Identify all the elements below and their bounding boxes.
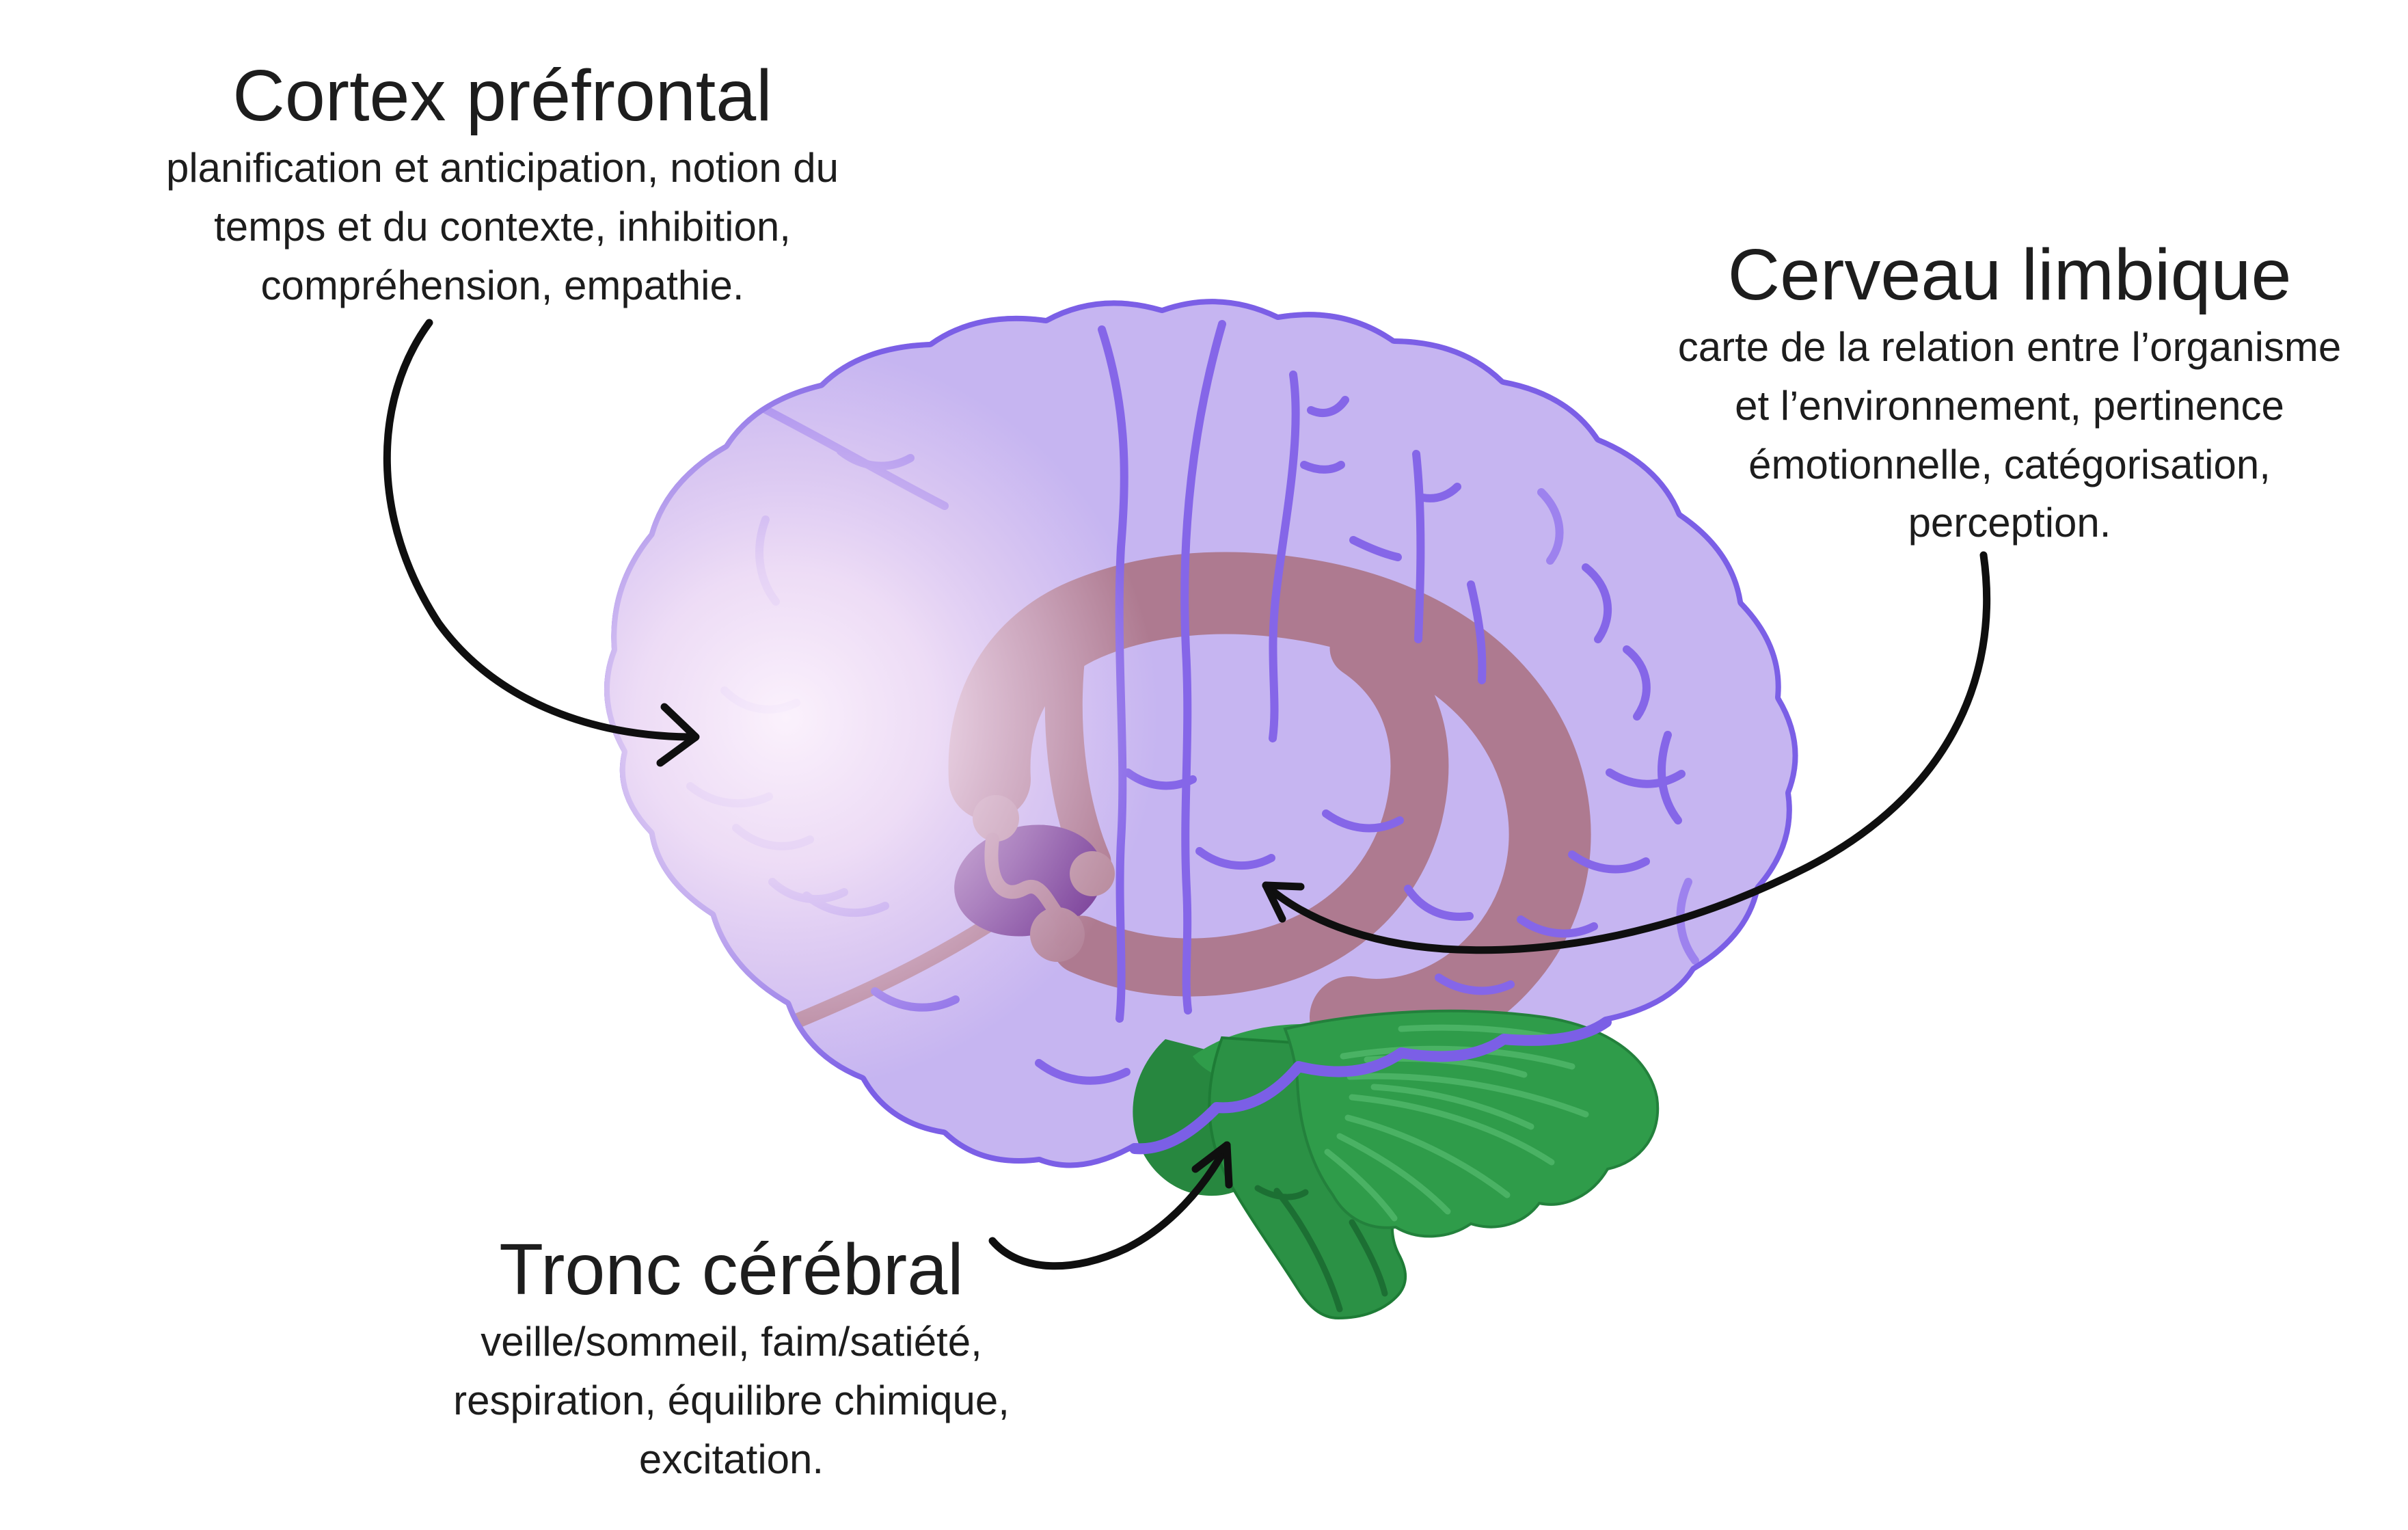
limbic-line: perception. [1908, 500, 2111, 546]
arrow-prefrontal [383, 319, 700, 767]
arrow-limbic [1262, 551, 1991, 954]
limbic-line: carte de la relation entre l’organisme [1677, 324, 2342, 371]
limbic-line: émotionnelle, catégorisation, [1748, 441, 2271, 487]
brainstem-line: veille/sommeil, faim/satiété, [481, 1319, 982, 1365]
label-brainstem: Tronc cérébral veille/sommeil, faim/sati… [321, 1227, 1141, 1488]
brainstem-line: excitation. [638, 1436, 824, 1482]
prefrontal-title: Cortex préfrontal [232, 55, 772, 136]
prefrontal-glow [604, 345, 1159, 1090]
limbic-line: et l’environnement, pertinence [1735, 382, 2284, 429]
cerebrum-bottom-outline [1129, 1017, 1612, 1155]
prefrontal-line: compréhension, empathie. [260, 262, 744, 308]
brainstem-line: respiration, équilibre chimique, [453, 1377, 1010, 1423]
cerebellum-fan-lines [1324, 1024, 1589, 1222]
label-limbic-brain: Cerveau limbique carte de la relation en… [1610, 232, 2408, 552]
prefrontal-line: temps et du contexte, inhibition, [214, 203, 791, 250]
brainstem-lines [1254, 1185, 1388, 1313]
cerebrum-outline [604, 299, 1798, 1168]
limbic-title: Cerveau limbique [1727, 234, 2292, 315]
hippocampus-band [1052, 619, 1449, 997]
annotation-arrows [383, 319, 1991, 1270]
prefrontal-line: planification et anticipation, notion du [165, 145, 839, 191]
brainstem-title: Tronc cérébral [499, 1229, 964, 1310]
label-prefrontal-cortex: Cortex préfrontal planification et antic… [75, 53, 930, 314]
arrow-brainstem [988, 1141, 1233, 1270]
cerebellum-brainstem [1129, 1009, 1660, 1320]
